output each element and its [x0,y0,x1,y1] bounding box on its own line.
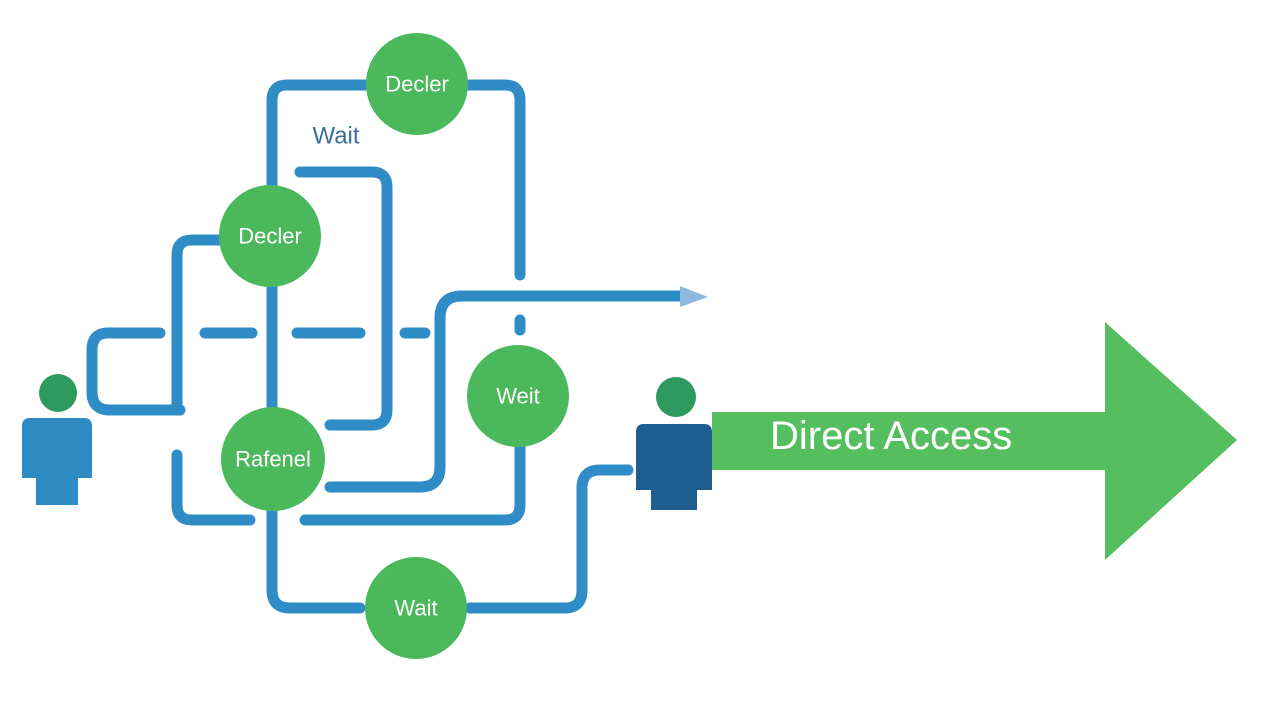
person-right-head [656,377,696,417]
path-to-arrow [324,290,696,493]
node-decider-top-label: Decler [385,72,449,97]
path-top-loop [266,79,376,341]
node-decider-mid-circle [219,185,321,287]
node-decider-mid: Decler [219,185,321,287]
direct-access-label: Direct Access [770,414,1012,458]
wait-floating-label: Wait [312,123,359,150]
node-referral-label: Rafenel [235,447,311,472]
node-wait-right-circle [467,345,569,447]
node-decider-mid-label: Decler [238,224,302,249]
path-network [86,79,708,614]
path-top-right-loop [462,79,526,281]
person-right-body [636,424,712,510]
node-wait-bottom-label: Wait [394,596,437,621]
node-wait-right-label: Weit [496,384,540,409]
path-bottom-to-person [464,464,634,614]
direct-access-arrow: Direct Access [712,322,1237,560]
node-wait-bottom: Wait [365,557,467,659]
node-referral-circle [221,407,325,511]
node-referral: Rafenel [221,407,325,511]
path-left-box [171,234,226,411]
person-right-icon [636,377,712,510]
person-left-icon [22,374,92,505]
direct-access-arrow-shape [712,322,1237,560]
node-decider-top: Decler [366,33,468,135]
blue-arrowhead [680,286,708,307]
path-left-box-lower [171,449,256,526]
path-left-entry [86,327,186,416]
node-decider-top-circle [366,33,468,135]
node-wait-right: Weit [467,345,569,447]
person-left-body [22,418,92,505]
path-right-lower [299,439,526,526]
path-inner-loop [294,166,393,431]
person-left-head [39,374,77,412]
node-wait-bottom-circle [365,557,467,659]
path-center-lower [266,499,366,614]
